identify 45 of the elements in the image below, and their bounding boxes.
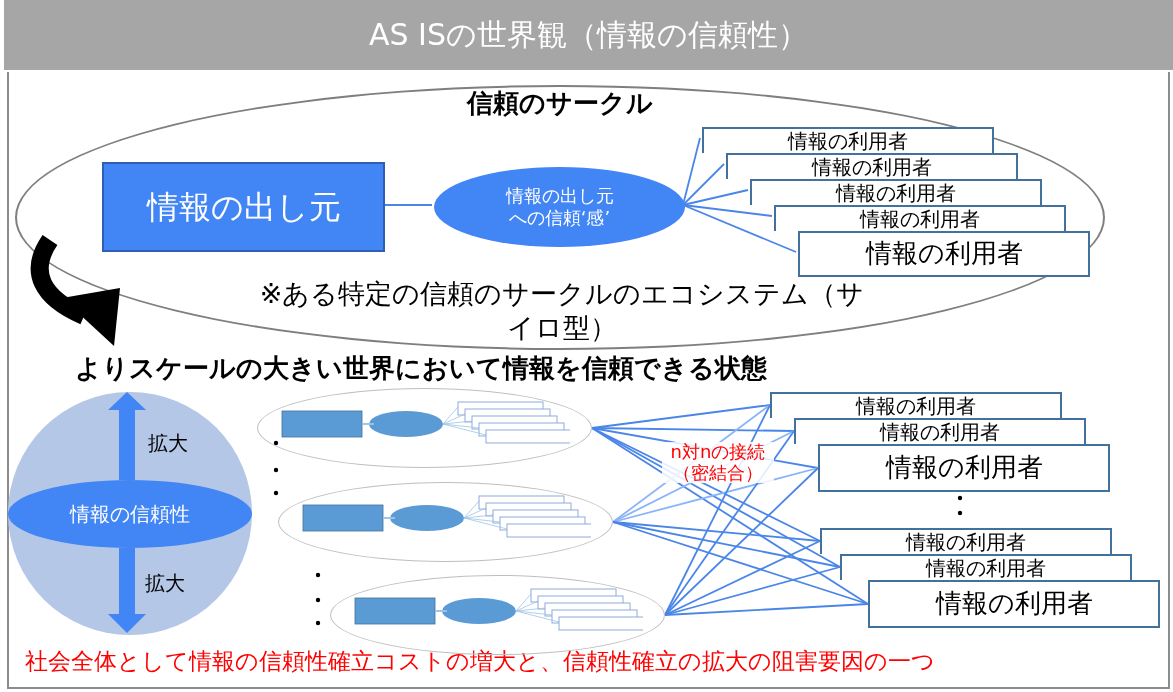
user-label: 情報の利用者 [788,129,908,153]
user-label: 情報の利用者 [906,530,1026,554]
user-box [702,127,994,153]
connector-line [591,427,869,605]
connector-line [612,521,869,605]
user-box [868,580,1160,628]
source-box [102,162,385,252]
node-text: 情報の出し元 [146,187,341,227]
user-label: 情報の利用者 [935,588,1093,620]
user-label: 情報の利用者 [880,420,1000,444]
user-box [770,392,1062,418]
connector-line [664,467,819,616]
connector-line [612,521,821,542]
connector-line [664,540,821,616]
expand-label: 拡大 [145,572,185,595]
circle-heading: 信頼のサークル [465,89,654,119]
user-box [798,231,1090,277]
user-box [818,444,1110,492]
caption: 社会全体として情報の信頼性確立コストの増大と、信頼性確立の拡大の阻害要因の一つ [25,648,935,675]
section-heading: よりスケールの大きい世界において情報を信頼できる状態 [75,354,767,384]
connector-line [612,521,841,568]
circle-ellipse [15,85,1105,350]
user-box [726,153,1018,179]
user-label: 情報の利用者 [856,394,976,418]
title: AS ISの世界観（情報の信頼性） [369,15,808,54]
connector-line [664,603,869,616]
user-box [794,418,1086,444]
user-label: 情報の利用者 [885,452,1043,484]
user-box [774,205,1066,231]
ecosystem-note: ※ある特定の信頼のサークルのエコシステム（サイロ型） [258,277,866,345]
user-box [820,528,1112,554]
user-label: 情報の利用者 [926,556,1046,580]
user-label: 情報の利用者 [812,155,932,179]
expand-label: 拡大 [148,432,188,455]
connector-line [591,427,795,432]
connector-line [591,427,841,568]
user-label: 情報の利用者 [860,207,980,231]
connection-note: n対nの接続（密結合） [662,442,774,484]
node-text: 情報の出し元への信頼‘感’ [504,185,615,229]
node-text: 情報の信頼性 [70,502,190,526]
user-label: 情報の利用者 [865,238,1023,270]
user-box [840,554,1132,580]
connector-line [612,467,819,523]
user-label: 情報の利用者 [836,181,956,205]
user-box [750,179,1042,205]
